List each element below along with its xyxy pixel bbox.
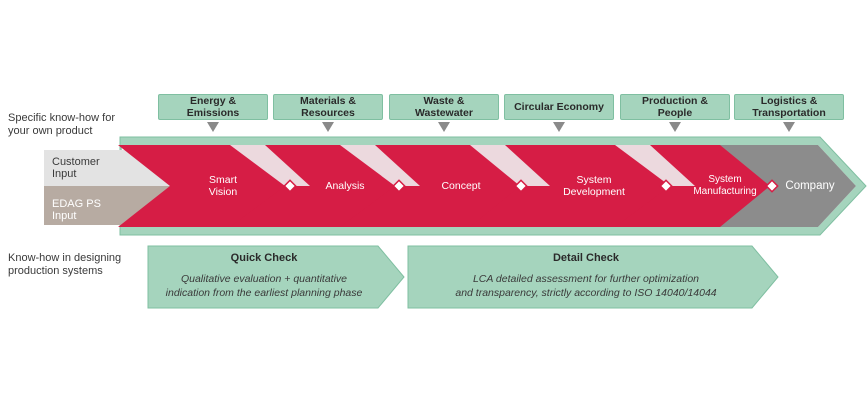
- topic-energy-emissions: Energy & Emissions: [158, 94, 268, 120]
- diamond-marker: [283, 179, 297, 193]
- stage-label-company: Company: [785, 180, 835, 192]
- topic-logistics-transportation: Logistics & Transportation: [734, 94, 844, 120]
- topic-production-people: Production & People: [620, 94, 730, 120]
- product-knowhow-label: Specific know-how for your own product: [8, 112, 115, 137]
- stage-label-system-manufacturing: System Manufacturing: [693, 174, 757, 197]
- down-arrow-icon: [207, 122, 219, 132]
- production-knowhow-label: Know-how in designing production systems: [8, 252, 122, 277]
- stage-label-analysis: Analysis: [325, 180, 365, 192]
- stage-label-smart-vision: Smart Vision: [208, 174, 238, 198]
- topic-waste-wastewater: Waste & Wastewater: [389, 94, 499, 120]
- down-arrow-icon: [669, 122, 681, 132]
- diamond-marker: [765, 179, 779, 193]
- quick-check-arrow: [147, 245, 405, 309]
- stage-label-system-development: System Development: [563, 174, 625, 198]
- down-arrow-icon: [438, 122, 450, 132]
- edag-input-label: EDAG PS Input: [52, 198, 101, 222]
- down-arrow-icon: [322, 122, 334, 132]
- diamond-marker: [659, 179, 673, 193]
- quick-check-title: Quick Check: [230, 252, 298, 264]
- chevron-smart-vision: [118, 145, 285, 227]
- diamond-marker: [514, 179, 528, 193]
- detail-check-description: LCA detailed assessment for further opti…: [455, 273, 717, 299]
- down-arrow-icon: [553, 122, 565, 132]
- detail-check-arrow: [407, 245, 779, 309]
- detail-check-title: Detail Check: [552, 252, 620, 264]
- down-arrow-icon: [783, 122, 795, 132]
- stage-label-concept: Concept: [441, 180, 481, 192]
- quick-check-description: Qualitative evaluation + quantitative in…: [165, 273, 363, 299]
- customer-input-label: Customer Input: [52, 156, 100, 180]
- topic-materials-resources: Materials & Resources: [273, 94, 383, 120]
- topic-circular-economy: Circular Economy: [504, 94, 614, 120]
- diamond-marker: [392, 179, 406, 193]
